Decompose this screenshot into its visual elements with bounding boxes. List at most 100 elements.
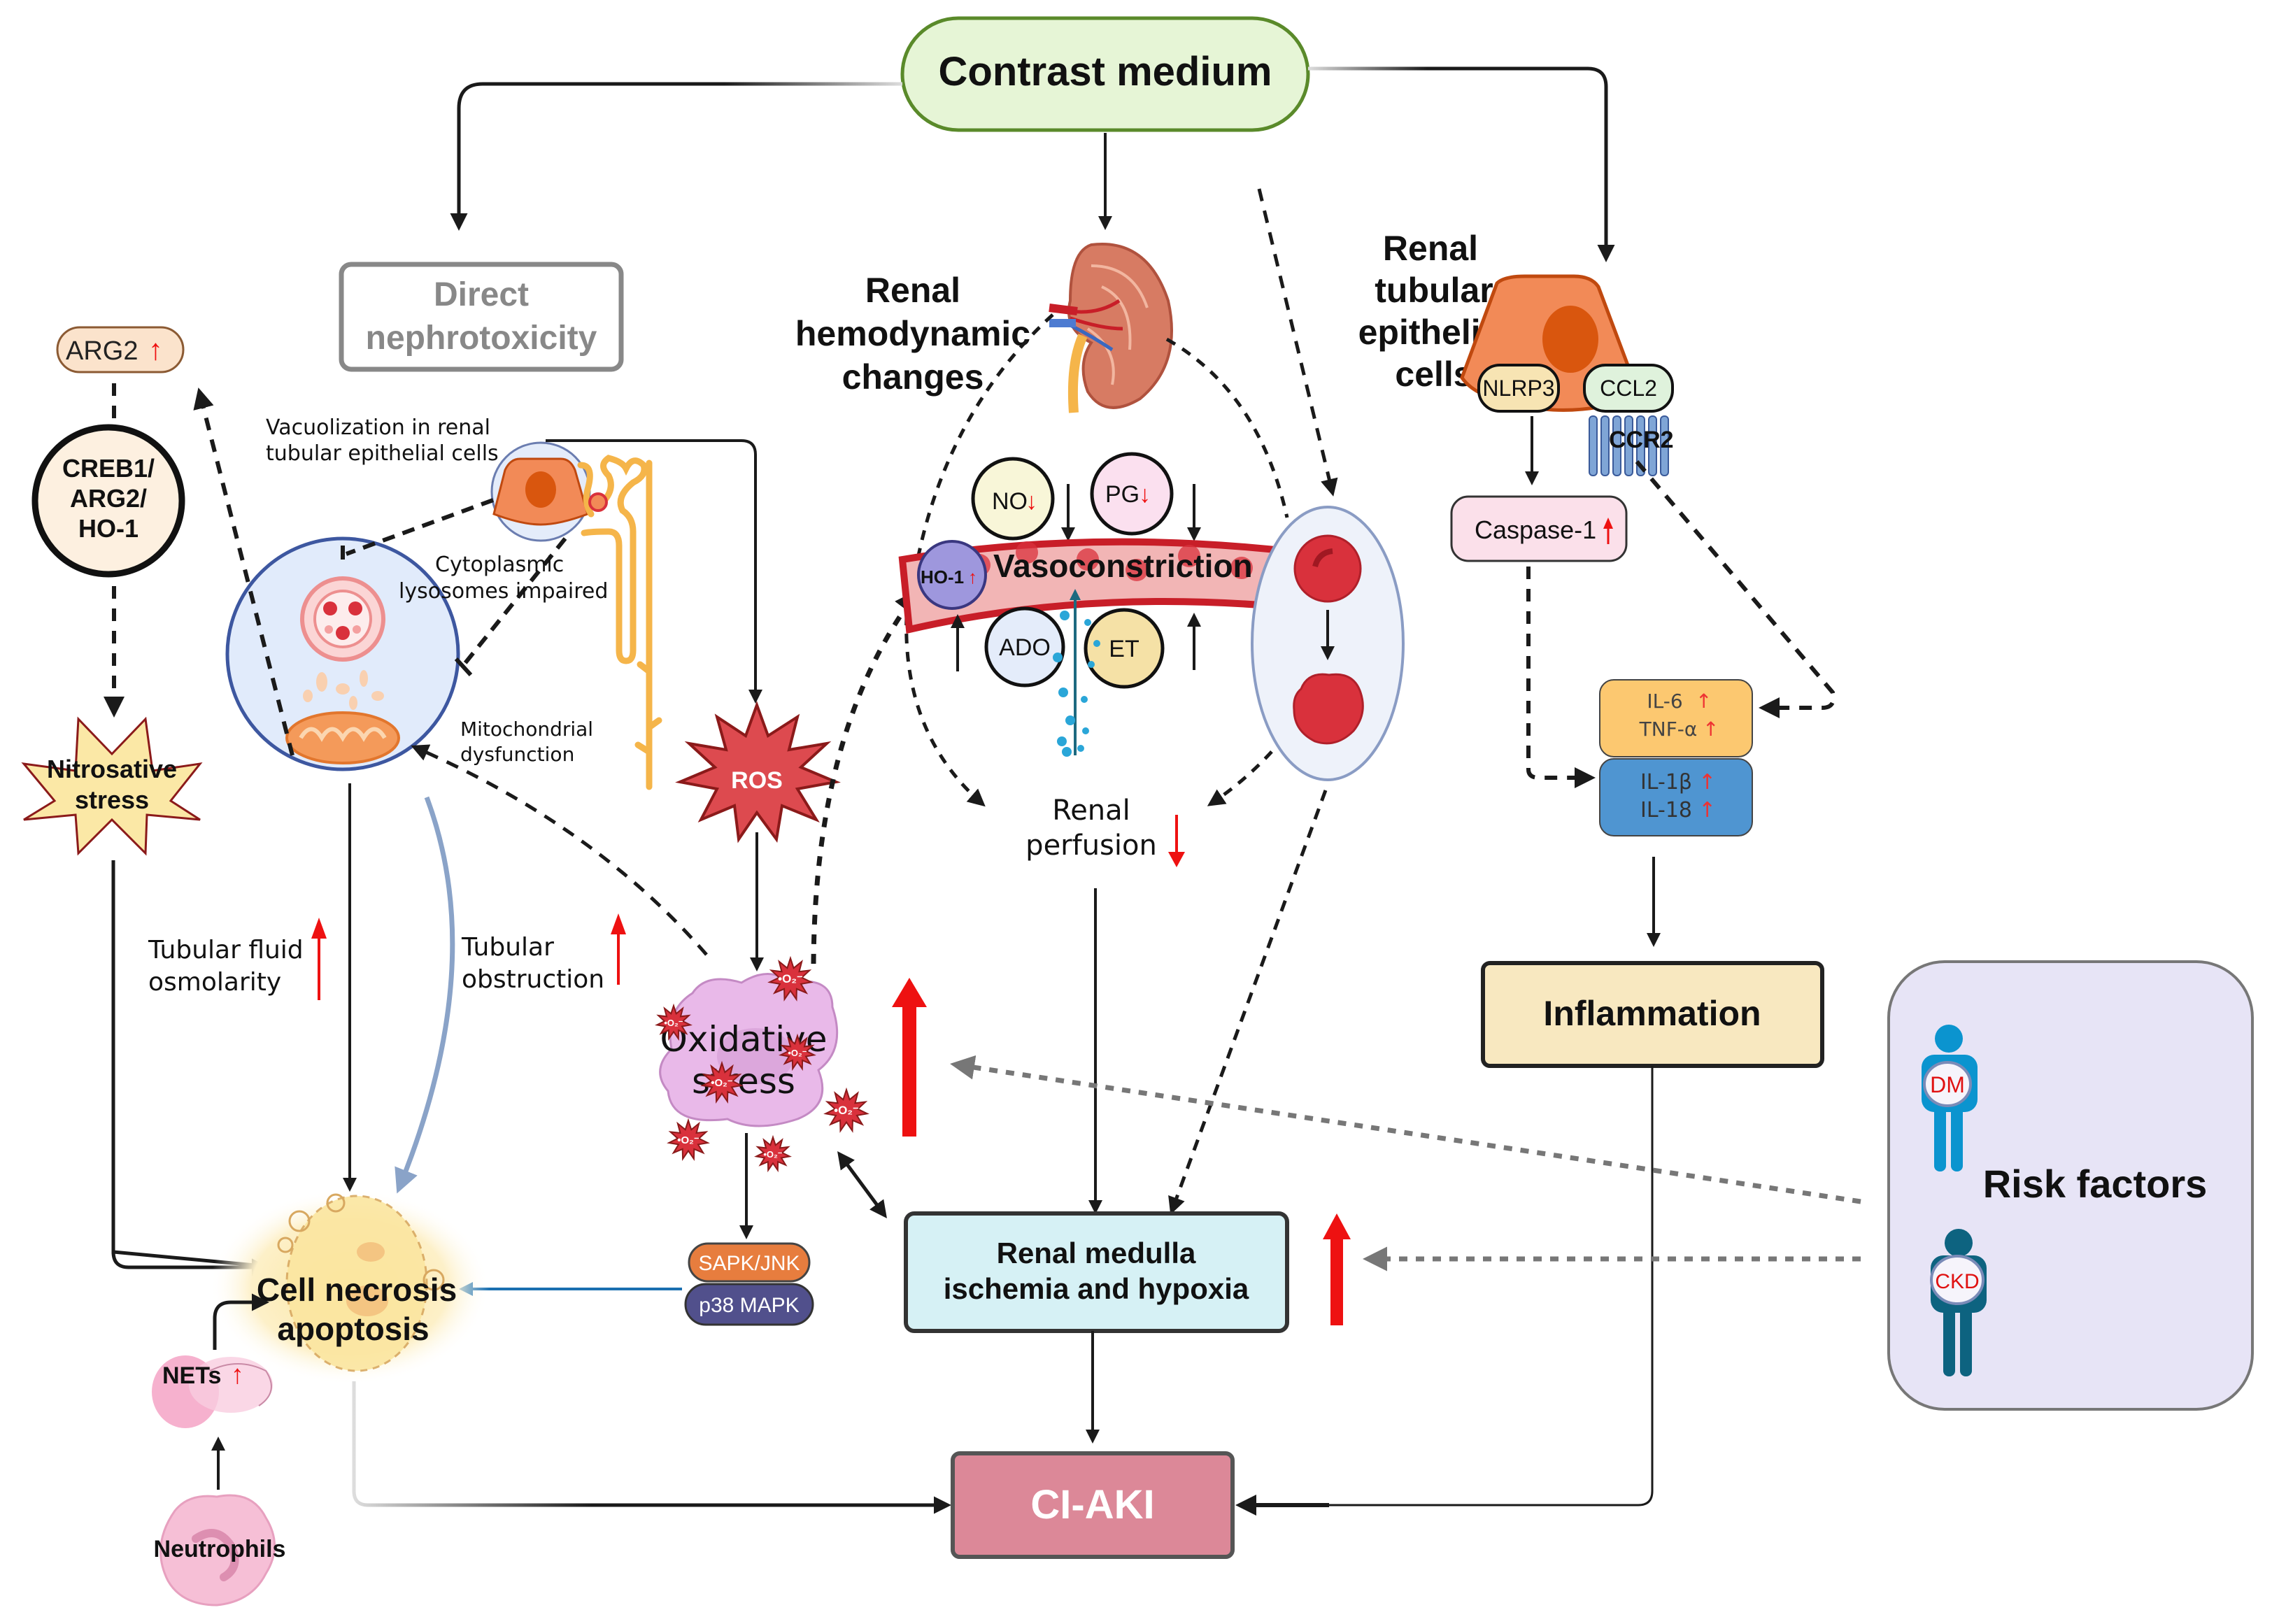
- neutrophils-node: Neutrophils: [154, 1494, 286, 1607]
- nlrp3-badge: NLRP3: [1477, 364, 1560, 413]
- pg-node: PG ↓: [1090, 452, 1174, 536]
- arrow-nitrosative-to-necrosis: [111, 1251, 269, 1276]
- vacuolization-line1: Vacuolization in renal: [266, 415, 490, 440]
- adenosine-dot: [1057, 736, 1067, 746]
- tubular-cell-magnifier-icon: [490, 441, 591, 542]
- superoxide-label: •O₂⁻: [664, 1018, 683, 1028]
- ccr2-helix: [1624, 415, 1633, 476]
- dm-label: DM: [1930, 1072, 1965, 1097]
- arrow-nephron-to-ros: [546, 439, 762, 704]
- adenosine-dots: [1053, 611, 1100, 757]
- nets-up-arrow-icon: ↑: [231, 1360, 244, 1390]
- arrow-contrast-to-rbc: [1257, 188, 1338, 497]
- ccr2-helix: [1612, 415, 1621, 476]
- superoxide-label: •O₂⁻: [834, 1104, 859, 1117]
- cytoplasmic-line1: Cytoplasmic: [435, 553, 564, 577]
- ho1-node: HO-1 ↑: [917, 540, 987, 610]
- arrow-caspase-to-il1b: [1526, 567, 1596, 788]
- superoxide-radical-icon: •O₂⁻: [700, 1060, 744, 1104]
- ccr2-helix: [1648, 415, 1657, 476]
- ros-node: ROS: [675, 701, 841, 843]
- arrow-inflammation-to-ciaki-line: [1238, 1066, 1654, 1507]
- p38-mapk-badge: p38 MAPK: [684, 1283, 814, 1326]
- arrow-rbc-to-perfusion: [1207, 736, 1285, 806]
- superoxide-label: •O₂⁻: [763, 1149, 782, 1160]
- adenosine-dot: [1062, 747, 1072, 757]
- renal-medulla-node: Renal medulla ischemia and hypoxia: [904, 1211, 1289, 1333]
- ccr2-helix: [1660, 415, 1669, 476]
- tubular-fluid-line1: Tubular fluid: [148, 936, 304, 964]
- obstruction-line2: obstruction: [462, 965, 604, 994]
- il1b-il18-box: IL-1β ↑ IL-18 ↑: [1599, 758, 1753, 836]
- ros-label: ROS: [731, 767, 783, 794]
- ci-aki-label: CI-AKI: [1030, 1482, 1154, 1527]
- medulla-up-indicator-icon: [1323, 1213, 1351, 1325]
- nitrosative-line1: Nitrosative: [47, 755, 177, 783]
- caspase1-up-arrow-icon: [1603, 518, 1613, 529]
- arrow-mitochondria-to-arg2: [193, 387, 294, 756]
- medulla-line1: Renal medulla: [997, 1237, 1196, 1269]
- superoxide-radical-icon: •O₂⁻: [823, 1087, 869, 1133]
- et-label: ET: [1109, 636, 1139, 662]
- mitochondrial-line1: Mitochondrial: [460, 718, 593, 741]
- neutrophils-label: Neutrophils: [154, 1536, 286, 1562]
- ado-label: ADO: [999, 634, 1051, 661]
- cell-organelle-circle: [225, 536, 460, 771]
- il1b-up-arrow-icon: ↑: [1698, 770, 1716, 795]
- sapk-jnk-badge: SAPK/JNK: [688, 1242, 811, 1283]
- tubular-cells-line4: cells: [1395, 355, 1472, 394]
- crenated-red-blood-cell-icon: [1293, 673, 1364, 745]
- superoxide-label: •O₂⁻: [778, 972, 803, 985]
- nephron-icon: [577, 455, 662, 790]
- nets-label: NETs: [162, 1362, 221, 1389]
- arrow-contrast-to-direct: [450, 82, 902, 231]
- nets-node: NETs ↑: [152, 1355, 273, 1428]
- arrow-vasoconstriction-to-perfusion: [904, 615, 986, 807]
- lysosome-granule: [348, 601, 362, 615]
- medulla-line2: ischemia and hypoxia: [944, 1272, 1249, 1305]
- arrow-oxidative-to-vasoconstriction: [811, 589, 920, 964]
- direct-label-line2: nephrotoxicity: [366, 320, 597, 357]
- arrow-contrast-to-tubular-cells: [1308, 66, 1615, 262]
- red-blood-cell-icon: [1293, 534, 1362, 603]
- oxidative-stress-node: Oxidative stress: [659, 973, 839, 1127]
- arrow-ccr2-to-il6: [1635, 460, 1836, 718]
- necrosis-line1: Cell necrosis: [257, 1272, 457, 1308]
- inflammation-node: Inflammation: [1481, 961, 1824, 1068]
- arrow-necrosis-to-ciaki: [352, 1381, 951, 1514]
- creb1-arg2-ho1-node: CREB1/ ARG2/ HO-1: [31, 424, 185, 578]
- cell-necrosis-node: Cell necrosis apoptosis: [210, 1189, 490, 1385]
- mitochondrial-line2: dysfunction: [460, 743, 574, 766]
- ckd-label: CKD: [1935, 1270, 1979, 1293]
- il1b-label: IL-1β: [1640, 770, 1692, 795]
- caspase1-label: Caspase-1: [1475, 515, 1596, 544]
- adenosine-dot: [1081, 696, 1088, 703]
- superoxide-radical-icon: •O₂⁻: [655, 1003, 693, 1041]
- oxidative-up-indicator-icon: [892, 978, 927, 1137]
- kidney-icon: [1049, 243, 1173, 413]
- caspase1-badge: Caspase-1: [1450, 495, 1628, 562]
- il6-tnf-box: IL-6 ↑ TNF-α ↑: [1599, 679, 1753, 757]
- ccl2-badge: CCL2: [1583, 364, 1674, 413]
- obstruction-line1: Tubular: [461, 933, 554, 962]
- nitrosative-stress-node: Nitrosative stress: [21, 716, 203, 856]
- ci-aki-node: CI-AKI: [951, 1451, 1235, 1559]
- il18-label: IL-18: [1640, 798, 1692, 822]
- tubular-fluid-line2: osmolarity: [148, 968, 281, 997]
- superoxide-label: •O₂⁻: [677, 1134, 700, 1146]
- hemodynamic-line3: changes: [842, 357, 984, 397]
- superoxide-radical-icon: •O₂⁻: [779, 1033, 816, 1071]
- adenosine-dot: [1082, 727, 1089, 734]
- et-node: ET: [1084, 608, 1165, 689]
- tubular-cells-line2: tubular: [1375, 271, 1493, 310]
- necrosis-line2: apoptosis: [277, 1311, 429, 1347]
- nlrp3-label: NLRP3: [1482, 376, 1554, 401]
- adenosine-dot: [1065, 715, 1075, 725]
- arrow-nitrosative-to-necrosis-line: [111, 860, 263, 1268]
- arrow-risk-to-oxidative: [950, 1055, 1861, 1204]
- nitrosative-line2: stress: [75, 785, 149, 814]
- adenosine-dot: [1060, 611, 1070, 620]
- direct-label-line1: Direct: [434, 276, 529, 313]
- arg2-badge: ARG2 ↑: [56, 326, 185, 373]
